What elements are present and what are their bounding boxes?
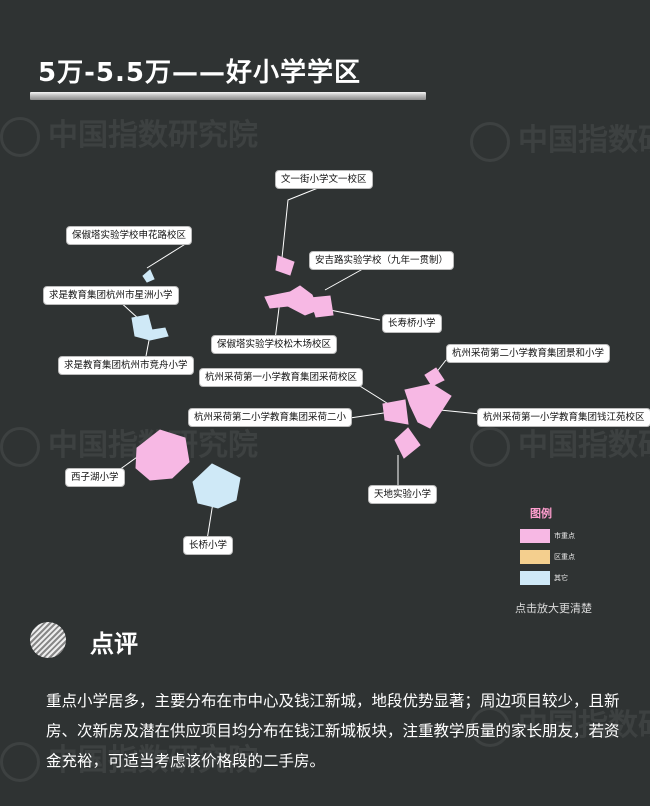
leader-line bbox=[354, 382, 391, 406]
leader-line bbox=[439, 409, 481, 415]
legend-swatch-other bbox=[520, 571, 550, 585]
label-xingzhou: 求是教育集团杭州市星洲小学 bbox=[43, 286, 179, 305]
label-songmuchang: 保俶塔实验学校松木场校区 bbox=[211, 335, 338, 354]
title-underline bbox=[30, 92, 426, 100]
watermark: 中国指数研究院 bbox=[0, 735, 258, 782]
legend-item: 区重点 bbox=[520, 550, 620, 564]
watermark: 中国指数研究院 bbox=[470, 700, 650, 747]
label-jinghe: 杭州采荷第二小学教育集团景和小学 bbox=[446, 344, 611, 363]
watermark-logo-icon bbox=[0, 426, 40, 467]
label-jingzhou: 求是教育集团杭州市竞舟小学 bbox=[58, 356, 194, 375]
label-tiandi: 天地实验小学 bbox=[368, 485, 438, 504]
legend-label: 市重点 bbox=[554, 532, 575, 540]
zoom-hint: 点击放大更清楚 bbox=[515, 602, 592, 615]
watermark-logo-icon bbox=[470, 121, 510, 162]
school-district-caihe-er bbox=[382, 399, 409, 425]
school-district-anjilu bbox=[264, 285, 319, 316]
legend-item: 其它 bbox=[520, 571, 620, 585]
watermark-logo-icon bbox=[470, 706, 510, 747]
comment-body: 重点小学居多，主要分布在市中心及钱江新城，地段优势显著；周边项目较少，且新房、次… bbox=[46, 692, 620, 770]
legend-title: 图例 bbox=[530, 507, 552, 520]
legend-label: 其它 bbox=[554, 574, 568, 582]
watermark-logo-icon bbox=[470, 426, 510, 467]
comment-heading: 点评 bbox=[90, 630, 138, 658]
comment-bullet-icon bbox=[30, 622, 66, 658]
school-district-xingzhou bbox=[131, 314, 169, 341]
watermark-logo-icon bbox=[0, 741, 40, 782]
label-anjilu: 安吉路实验学校（九年一贯制） bbox=[309, 251, 455, 270]
school-district-jinghe bbox=[424, 367, 445, 387]
legend-label: 区重点 bbox=[554, 553, 575, 561]
label-changqiao: 长桥小学 bbox=[183, 536, 234, 555]
page-title: 5万-5.5万——好小学学区 bbox=[38, 58, 361, 88]
legend-swatch-key bbox=[520, 529, 550, 543]
watermark: 中国指数研究院 bbox=[0, 110, 258, 157]
label-qianjiangyuan: 杭州采荷第一小学教育集团钱江苑校区 bbox=[477, 408, 650, 427]
school-district-changqiao bbox=[192, 463, 241, 509]
label-caihe-er: 杭州采荷第二小学教育集团采荷二小 bbox=[188, 408, 353, 427]
school-district-shenhua bbox=[142, 269, 155, 283]
label-xizihu: 西子湖小学 bbox=[65, 468, 125, 487]
school-district-tiandi bbox=[394, 427, 421, 459]
leader-line bbox=[146, 242, 188, 269]
watermark-logo-icon bbox=[0, 116, 40, 157]
legend-swatch-district bbox=[520, 550, 550, 564]
legend-item: 市重点 bbox=[520, 529, 620, 543]
school-district-changshouqiao bbox=[309, 295, 334, 318]
school-district-wenyi bbox=[275, 255, 295, 276]
leader-line bbox=[349, 411, 391, 419]
leader-line bbox=[281, 187, 319, 259]
legend: 图例 市重点 区重点 其它 bbox=[520, 505, 620, 592]
school-district-caihe bbox=[404, 383, 452, 429]
watermark: 中国指数研究院 bbox=[470, 115, 650, 162]
label-changshouqiao: 长寿桥小学 bbox=[382, 314, 442, 333]
school-district-xizihu bbox=[135, 429, 190, 481]
label-caihe: 杭州采荷第一小学教育集团采荷校区 bbox=[199, 368, 364, 387]
school-district-map bbox=[111, 187, 481, 541]
leader-line bbox=[329, 309, 381, 321]
watermark: 中国指数研究院 bbox=[470, 420, 650, 467]
label-wenyi: 文一街小学文一校区 bbox=[275, 170, 373, 189]
label-shenhua: 保俶塔实验学校申花路校区 bbox=[66, 226, 193, 245]
